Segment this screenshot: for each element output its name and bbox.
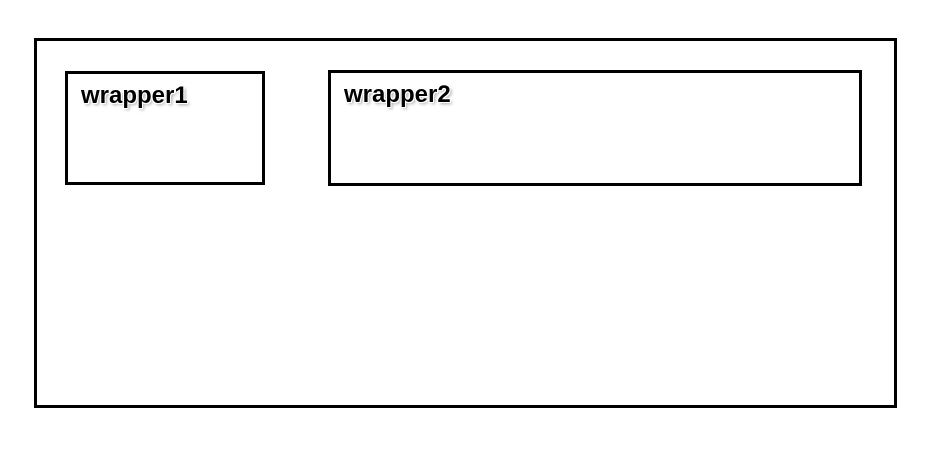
wrapper1-box: wrapper1 xyxy=(65,71,265,185)
wrapper2-label: wrapper2 xyxy=(344,81,451,108)
outer-container-box: wrapper1 wrapper2 xyxy=(34,38,897,408)
wrapper1-label: wrapper1 xyxy=(81,82,188,109)
wrapper2-box: wrapper2 xyxy=(328,70,862,186)
